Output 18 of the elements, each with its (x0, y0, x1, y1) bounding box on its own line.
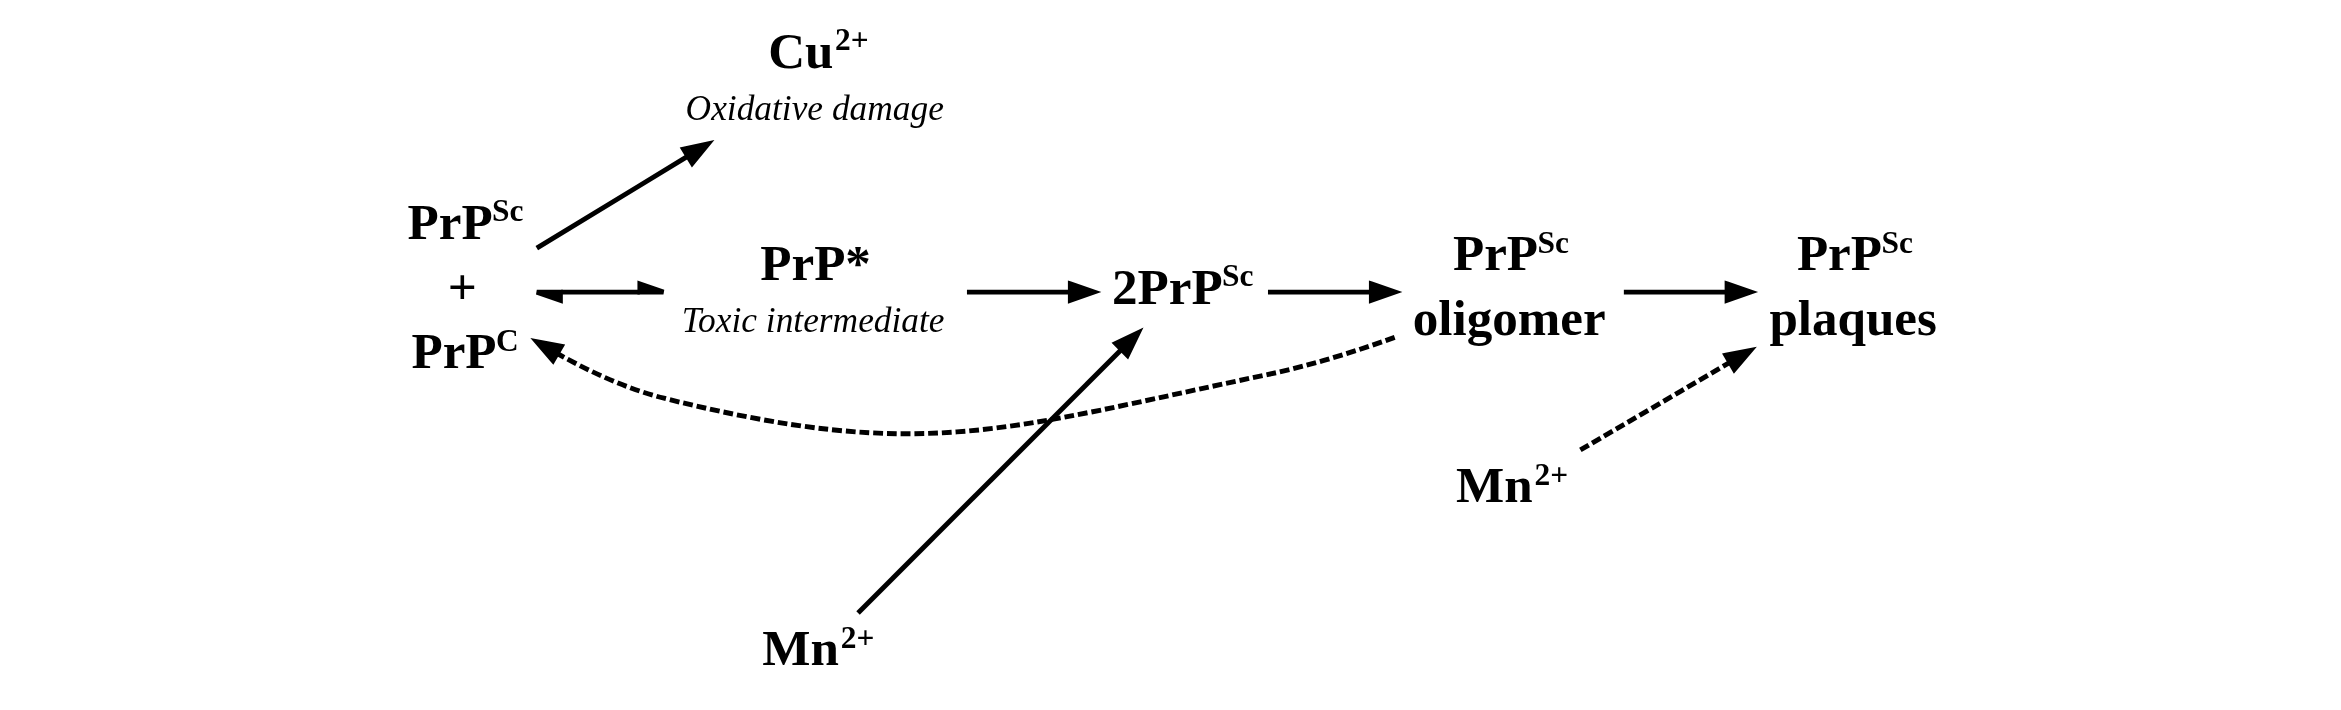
node-text: PrP* (759, 233, 871, 291)
node-label: Oxidative damage (685, 87, 944, 128)
node-text: Mn$^{2+}$ (1455, 456, 1568, 513)
arrow (529, 335, 1395, 436)
arrow (1267, 280, 1402, 304)
node-text: PrP$^{Sc}$ + PrP$^{C}$ (407, 192, 523, 380)
arrow (966, 280, 1101, 304)
node-text: PrP$^{Sc}$ plaques (1768, 224, 1937, 346)
node-label: Toxic intermediate (681, 300, 945, 341)
node-text: Mn$^{2+}$ (761, 619, 874, 677)
arrow (855, 327, 1143, 615)
node-text: Cu$^{2+}$ (767, 21, 869, 79)
arrow (535, 140, 714, 251)
node-text: PrP$^{Sc}$ oligomer (1412, 224, 1606, 346)
arrow (533, 280, 666, 304)
arrow (1623, 280, 1758, 304)
node-text: 2PrP$^{Sc}$ (1111, 257, 1254, 315)
arrow (1578, 346, 1757, 453)
